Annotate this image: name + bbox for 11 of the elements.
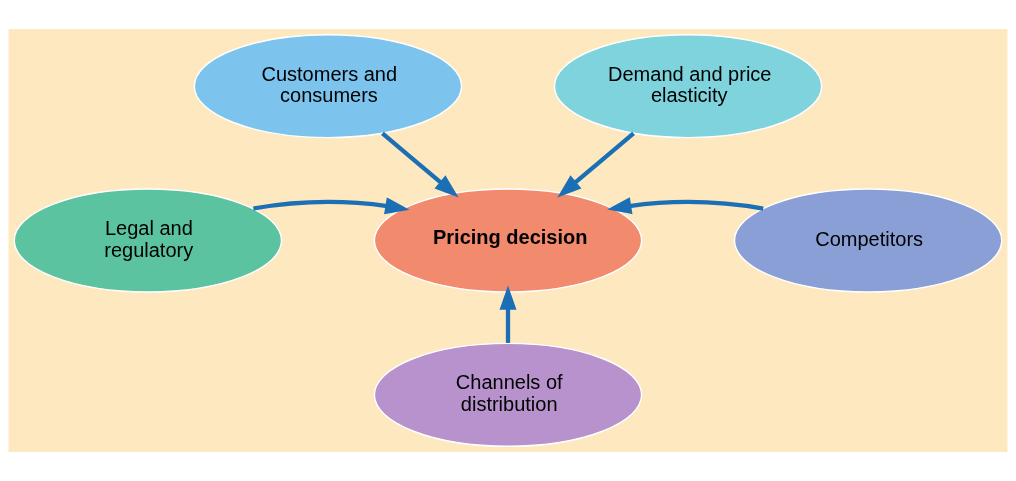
arrow xyxy=(607,197,764,215)
arrow xyxy=(557,131,635,198)
node-ellipse: Channels of distribution xyxy=(373,342,643,447)
node-ellipse: Pricing decision xyxy=(373,188,643,293)
node-ellipse: Customers and consumers xyxy=(193,34,463,139)
node-ellipse: Competitors xyxy=(733,188,1003,293)
arrow xyxy=(253,197,410,215)
arrow xyxy=(381,131,459,198)
node-ellipse: Demand and price elasticity xyxy=(553,34,823,139)
arrow xyxy=(499,285,517,343)
node-ellipse: Legal and regulatory xyxy=(13,188,283,293)
